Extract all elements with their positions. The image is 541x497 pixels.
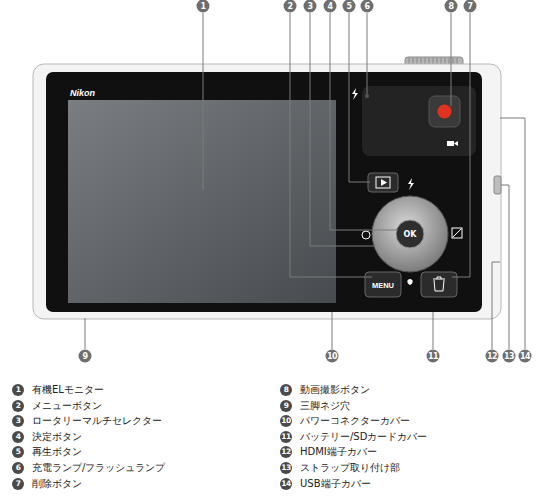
camera-body: [33, 64, 501, 319]
callout-number: 9: [79, 350, 92, 363]
list-number: 1: [12, 384, 24, 396]
part-name: 再生ボタン: [32, 446, 82, 458]
callout-number: 5: [343, 0, 356, 13]
delete-button: [421, 272, 457, 297]
list-number: 11: [280, 431, 292, 443]
callout-number: 8: [445, 0, 458, 13]
menu-button: [365, 272, 401, 297]
part-name: 有機ELモニター: [32, 384, 104, 396]
back-panel: [46, 72, 482, 312]
leader-line: [290, 13, 372, 277]
flash-icon: [408, 178, 414, 190]
brand-logo: Nikon: [70, 88, 95, 98]
leader-line: [203, 13, 204, 190]
callout-number: 12: [486, 350, 499, 363]
part-name: メニューボタン: [32, 400, 102, 412]
part-name: USB端子カバー: [300, 478, 371, 490]
rotary-multi-selector: [372, 196, 448, 272]
play-button: [368, 173, 398, 192]
oled-monitor: [68, 100, 336, 303]
callout-number: 3: [304, 0, 317, 13]
leader-line: [452, 13, 470, 277]
button-label: OK: [404, 230, 417, 239]
list-number: 9: [280, 400, 292, 412]
list-number: 5: [12, 446, 24, 458]
list-number: 14: [280, 478, 292, 490]
part-name: バッテリー/SDカードカバー: [300, 431, 427, 443]
callout-number: 14: [519, 350, 532, 363]
list-number: 4: [12, 431, 24, 443]
part-name: ロータリーマルチセレクター: [32, 415, 162, 427]
part-name: 動画撮影ボタン: [300, 384, 370, 396]
self-timer-icon: [362, 231, 370, 239]
macro-icon: [407, 279, 412, 285]
leader-line: [332, 312, 333, 349]
leader-lines: [85, 13, 525, 349]
part-name: 削除ボタン: [32, 478, 82, 490]
callout-number: 10: [326, 350, 339, 363]
button-label: MENU: [372, 281, 394, 290]
callout-number: 7: [464, 0, 477, 13]
movie-button: [429, 96, 460, 127]
trash-icon: [433, 277, 445, 291]
part-name: 三脚ネジ穴: [300, 400, 350, 412]
charge-lamp: [365, 94, 369, 98]
exposure-icon: [452, 228, 462, 238]
record-dot: [438, 105, 452, 119]
list-number: 8: [280, 384, 292, 396]
part-name: パワーコネクターカバー: [300, 415, 410, 427]
callout-number: 1: [197, 0, 210, 13]
exposure-icon: [453, 229, 461, 237]
play-icon: [381, 179, 387, 186]
callout-number: 6: [361, 0, 374, 13]
leader-line: [501, 185, 509, 349]
leader-line: [367, 13, 368, 94]
callout-number: 13: [503, 350, 516, 363]
play-icon: [376, 177, 390, 188]
list-number: 13: [280, 462, 292, 474]
leader-line: [85, 318, 86, 349]
ok-button: [396, 220, 424, 248]
callout-number: 2: [284, 0, 297, 13]
leader-line: [310, 13, 376, 246]
part-name: ストラップ取り付け部: [300, 462, 400, 474]
leader-line: [500, 118, 525, 349]
list-number: 10: [280, 415, 292, 427]
flash-icon: [352, 88, 358, 100]
leader-line: [349, 13, 370, 182]
movie-icon: [454, 141, 458, 146]
strap-lug: [494, 176, 501, 194]
list-number: 6: [12, 462, 24, 474]
callout-number: 11: [427, 350, 440, 363]
list-number: 12: [280, 446, 292, 458]
list-number: 7: [12, 478, 24, 490]
leader-line: [492, 262, 500, 349]
part-name: HDMI端子カバー: [300, 446, 377, 458]
part-name: 決定ボタン: [32, 431, 82, 443]
leader-line: [330, 13, 398, 230]
leader-line: [451, 13, 452, 106]
list-number: 2: [12, 400, 24, 412]
callout-number: 4: [324, 0, 337, 13]
list-number: 3: [12, 415, 24, 427]
movie-icon: [447, 141, 454, 146]
leader-line: [433, 312, 434, 349]
part-name: 充電ランプ/フラッシュランプ: [32, 462, 165, 474]
thumb-rest: [362, 86, 476, 156]
